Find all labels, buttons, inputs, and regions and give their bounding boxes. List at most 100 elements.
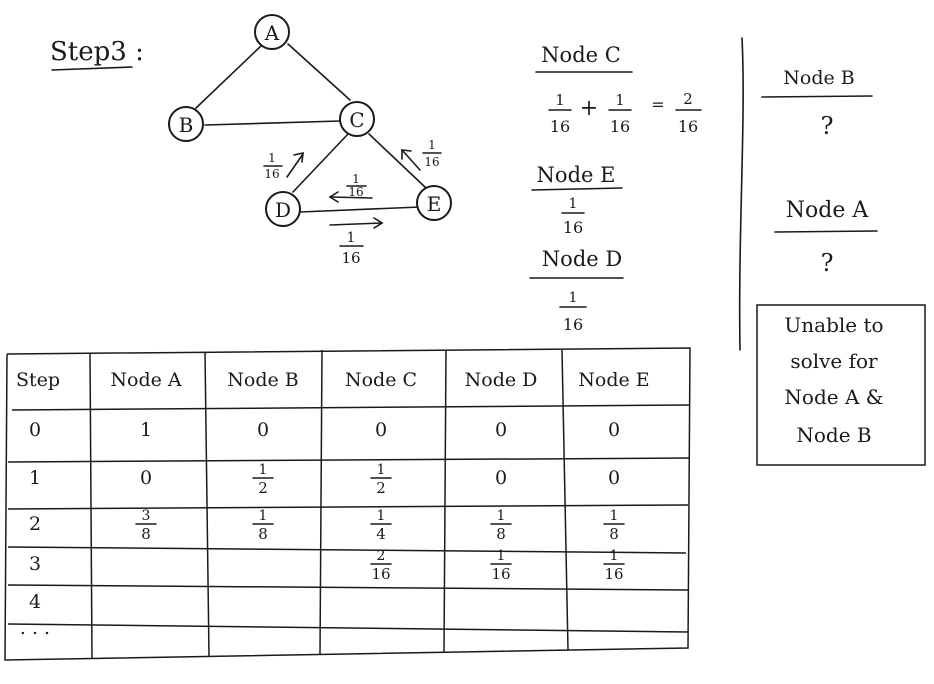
table-header: Step — [16, 369, 60, 391]
flow-annotations: 1 16 1 16 1 16 1 16 — [263, 138, 442, 267]
calc-node-e-num: 1 — [569, 196, 578, 212]
table-step-cell: 1 — [29, 467, 41, 489]
table-cell-value: 0 — [257, 419, 269, 441]
flow-d-to-e-den: 16 — [341, 249, 360, 267]
flow-d-to-c-num: 1 — [268, 151, 276, 165]
calc-node-e: Node E 1 16 — [531, 163, 623, 237]
table-cell-numerator: 1 — [259, 508, 268, 524]
table-cell-value: 0 — [495, 467, 507, 489]
table-step-cell: 0 — [29, 419, 41, 441]
side-node-b-title: Node B — [783, 67, 854, 89]
table-cell-value: 0 — [495, 419, 507, 441]
table-header: Node B — [227, 369, 298, 391]
step-title: Step3 : — [50, 37, 144, 67]
table-cell-numerator: 1 — [497, 508, 506, 524]
table-cell-numerator: 1 — [377, 462, 386, 478]
table-step-cell: . . . — [20, 617, 50, 639]
calc-node-e-title: Node E — [537, 163, 616, 187]
flow-e-to-c: 1 16 — [401, 138, 442, 171]
edge-a-c — [287, 43, 351, 101]
graph-nodes: A B C D E — [168, 14, 452, 227]
table-step-cell: 3 — [29, 553, 41, 575]
node-c: C — [339, 101, 375, 137]
arrowhead-e-to-c — [401, 149, 412, 160]
node-c-label: C — [349, 108, 364, 132]
side-note-line-3: Node A & — [784, 385, 883, 409]
table-step-cell: 4 — [29, 591, 41, 613]
edge-c-d — [292, 133, 349, 193]
table-cell-denominator: 8 — [496, 525, 506, 543]
calc-node-c-equals: = — [651, 95, 664, 114]
edge-d-e — [299, 206, 421, 213]
table-cell-denominator: 16 — [371, 565, 390, 583]
arrow-e-to-d — [329, 196, 373, 199]
arrow-e-to-c — [401, 149, 421, 171]
calc-node-e-title-bar — [531, 187, 623, 191]
graph-edges — [195, 43, 427, 213]
edge-a-b — [195, 44, 263, 109]
edge-b-c — [204, 120, 341, 126]
table-cell-denominator: 4 — [376, 525, 386, 543]
table-header: Node D — [465, 369, 538, 391]
table-header: Node A — [110, 369, 182, 391]
table-vline — [319, 349, 323, 655]
calc-node-c-term2-den: 16 — [610, 117, 630, 136]
calc-node-d-title: Node D — [542, 247, 622, 271]
calc-node-d-num: 1 — [569, 290, 578, 306]
table-cell-denominator: 16 — [491, 565, 510, 583]
table-frame — [4, 347, 691, 661]
table-vline — [561, 349, 569, 651]
node-a: A — [254, 14, 290, 50]
flow-d-to-c: 1 16 — [263, 151, 304, 181]
flow-e-to-c-num: 1 — [428, 138, 436, 152]
table-cell-denominator: 8 — [609, 525, 619, 543]
table-vline — [89, 353, 93, 659]
table-step-cell: 2 — [29, 513, 41, 535]
table-cell-denominator: 2 — [376, 479, 386, 497]
side-node-b-bar — [761, 95, 873, 98]
arrowhead-d-to-e — [373, 217, 384, 229]
side-panel-divider — [738, 37, 744, 351]
step-title-underline — [51, 66, 133, 71]
side-note-line-2: solve for — [790, 349, 878, 373]
side-node-b-value: ? — [821, 112, 834, 140]
table-cell-value: 0 — [608, 467, 620, 489]
table-cell-denominator: 8 — [141, 525, 151, 543]
arrow-d-to-c — [286, 153, 304, 178]
table-hline — [7, 504, 689, 510]
table-cell-numerator: 2 — [377, 548, 386, 564]
node-b-label: B — [179, 113, 194, 137]
calc-node-c: Node C 1 16 + 1 16 = 2 16 — [535, 43, 702, 136]
table-hline — [7, 457, 691, 463]
flow-d-to-c-den: 16 — [264, 167, 279, 181]
table-cell-numerator: 3 — [142, 508, 151, 524]
flow-e-to-d: 1 16 — [328, 172, 373, 203]
flow-e-to-c-den: 16 — [424, 155, 439, 169]
table-hline — [7, 623, 689, 633]
table-hline — [7, 584, 689, 591]
calc-node-d-den: 16 — [563, 315, 583, 334]
table-header: Node E — [578, 369, 649, 391]
table-hline — [11, 404, 691, 411]
side-node-a-value: ? — [821, 249, 834, 277]
table-cell-denominator: 16 — [604, 565, 623, 583]
calc-node-c-term2-num: 1 — [615, 91, 625, 109]
table-cell-denominator: 8 — [258, 525, 268, 543]
table-cell-denominator: 2 — [258, 479, 268, 497]
calc-node-c-plus: + — [580, 96, 598, 121]
table-cell-numerator: 1 — [610, 548, 619, 564]
side-note-box — [756, 304, 926, 466]
calc-node-c-term1-num: 1 — [555, 91, 565, 109]
calc-node-c-title: Node C — [541, 43, 621, 67]
node-a-label: A — [264, 21, 280, 45]
edge-c-e — [368, 133, 427, 189]
calc-node-d: Node D 1 16 — [529, 247, 624, 334]
node-b: B — [168, 106, 204, 142]
side-node-a-title: Node A — [786, 198, 870, 223]
flow-d-to-e: 1 16 — [329, 217, 384, 267]
arrow-d-to-e — [329, 222, 383, 226]
calc-node-c-term1-den: 16 — [550, 117, 570, 136]
table-cell-numerator: 1 — [610, 508, 619, 524]
side-note-line-1: Unable to — [784, 313, 883, 337]
